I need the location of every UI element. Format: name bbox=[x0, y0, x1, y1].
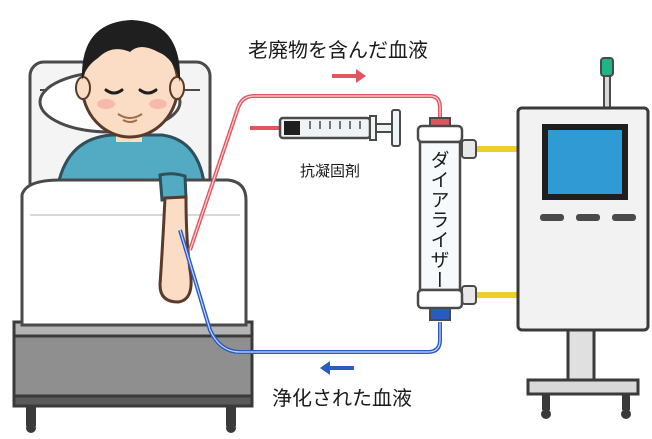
syringe-icon bbox=[278, 109, 401, 147]
clean-blood-label: 浄化された血液 bbox=[272, 386, 412, 410]
dirty-blood-label: 老廃物を含んだ血液 bbox=[248, 38, 428, 62]
dialysis-machine-illustration bbox=[516, 57, 650, 419]
arrow-right-icon bbox=[332, 69, 366, 83]
dialyzer-label: ダイアライザー bbox=[427, 150, 450, 290]
anticoagulant-label: 抗凝固剤 bbox=[300, 162, 361, 180]
dialyzer-cartridge bbox=[416, 117, 520, 321]
arrow-left-icon bbox=[320, 361, 354, 375]
dialyzer-label-box: ダイアライザー bbox=[422, 150, 456, 290]
patient-illustration bbox=[20, 20, 248, 327]
